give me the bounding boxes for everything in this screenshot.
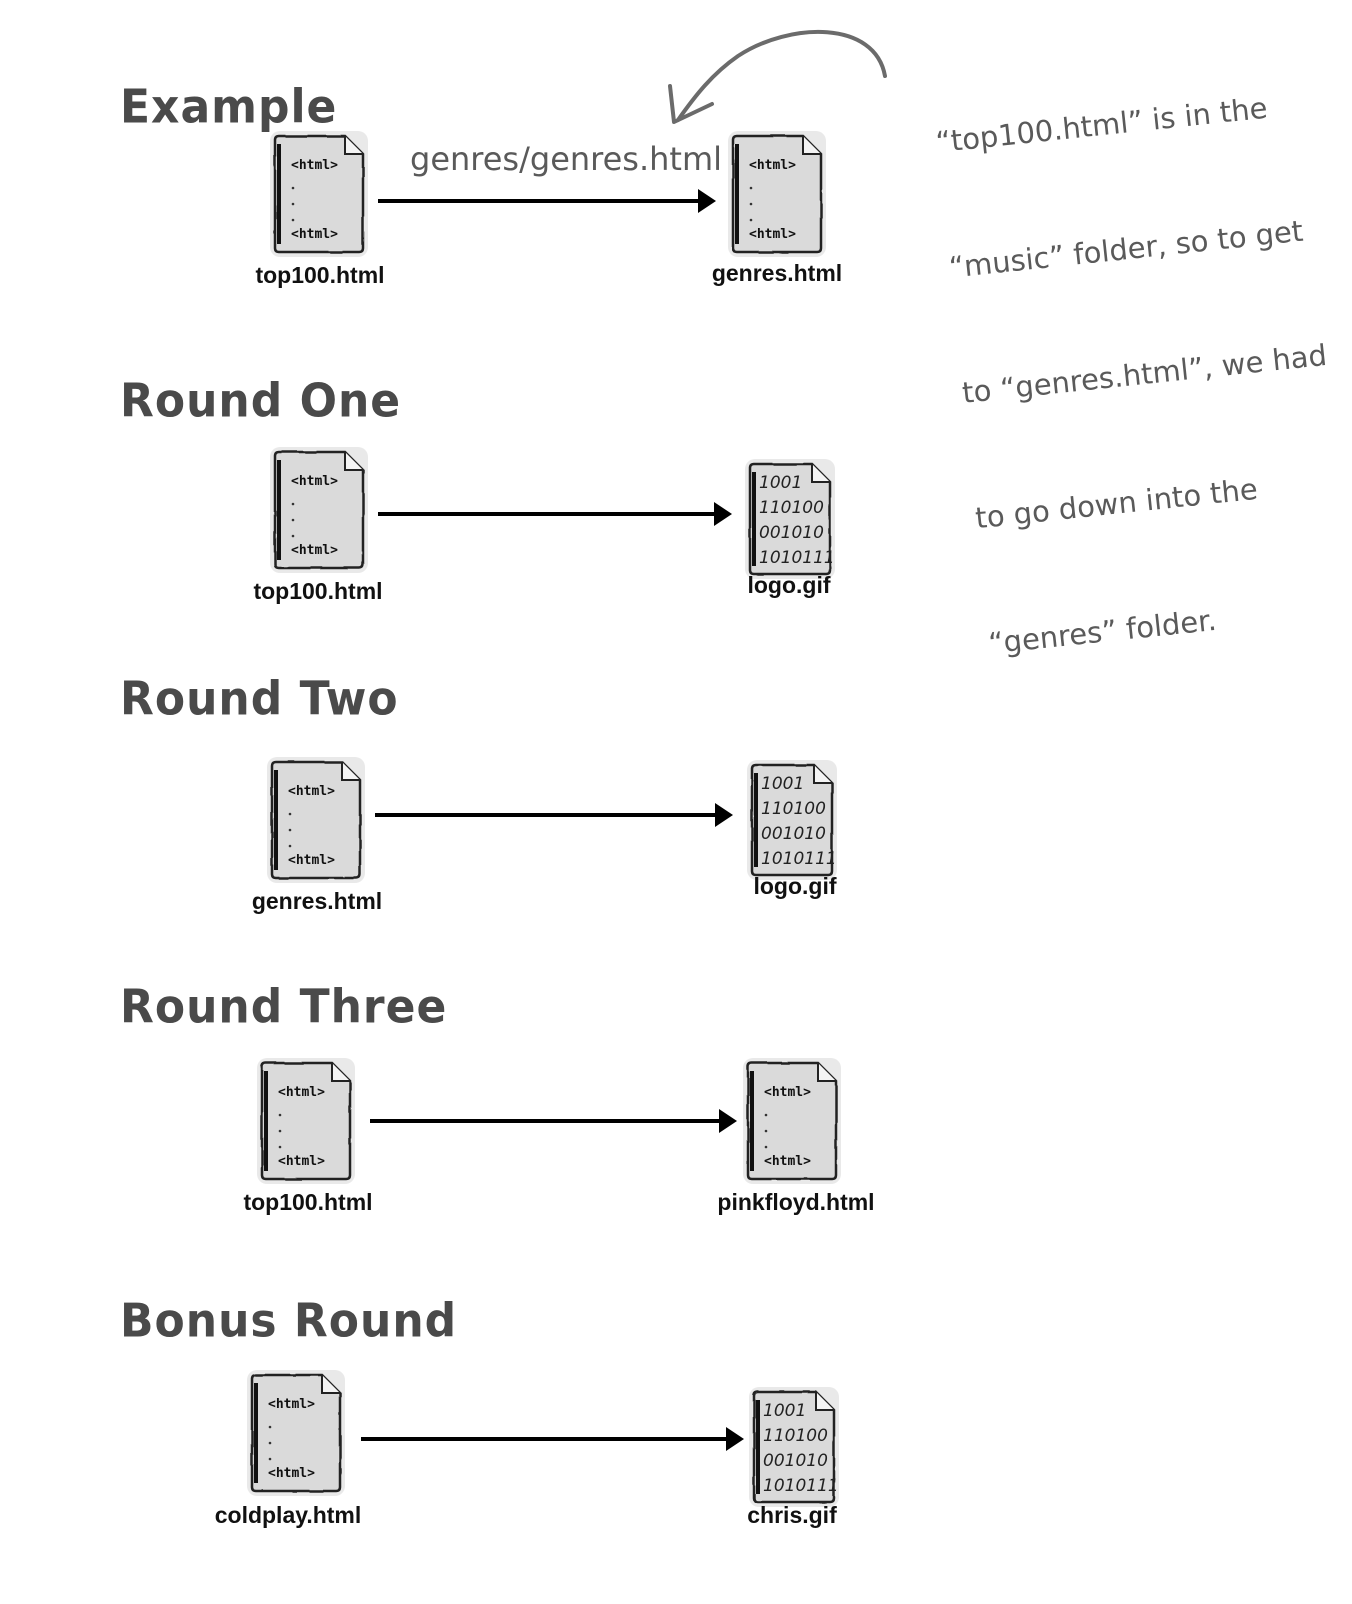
round-heading-example: Example: [120, 80, 338, 135]
note-line-3: to “genres.html”, we had: [960, 337, 1329, 410]
gif-file-icon-round-one-target: 1001 110100 001010 1010111: [745, 459, 835, 579]
html-file-icon-round-three-source: <html> <html>: [257, 1058, 355, 1184]
target-filename-round-three: pinkfloyd.html: [717, 1189, 875, 1215]
html-file-icon-bonus-source: <html> <html>: [247, 1370, 345, 1496]
html-close-tag-label: <html>: [288, 853, 335, 868]
html-file-icon-example-target: <html> <html>: [728, 131, 826, 257]
note-line-1: “top100.html” is in the: [934, 90, 1269, 160]
link-arrow-example: [378, 189, 716, 213]
html-open-tag-label: <html>: [749, 158, 796, 173]
html-open-tag-label: <html>: [764, 1085, 811, 1100]
binary-line-label: 1010111: [761, 849, 837, 869]
html-file-icon-round-two-source: <html> <html>: [267, 757, 365, 883]
binary-line-label: 110100: [763, 1426, 828, 1446]
html-open-tag-label: <html>: [291, 158, 338, 173]
binary-line-label: 001010: [759, 523, 824, 543]
html-file-icon-round-three-target: <html> <html>: [743, 1058, 841, 1184]
binary-line-label: 1010111: [763, 1476, 839, 1496]
binary-line-label: 110100: [759, 498, 824, 518]
html-open-tag-label: <html>: [278, 1085, 325, 1100]
target-filename-round-one: logo.gif: [747, 572, 831, 598]
html-close-tag-label: <html>: [764, 1154, 811, 1169]
html-close-tag-label: <html>: [749, 227, 796, 242]
binary-line-label: 001010: [763, 1451, 828, 1471]
html-open-tag-label: <html>: [268, 1397, 315, 1412]
link-arrow-round-three: [370, 1109, 737, 1133]
note-line-4: to go down into the: [973, 471, 1260, 536]
round-heading-one: Round One: [120, 374, 402, 429]
source-filename-bonus: coldplay.html: [214, 1502, 362, 1528]
source-filename-round-two: genres.html: [251, 888, 383, 914]
gif-file-icon-round-two-target: 1001 110100 001010 1010111: [747, 760, 837, 880]
example-relative-path: genres/genres.html: [410, 140, 723, 178]
gif-file-icon-bonus-target: 1001 110100 001010 1010111: [749, 1387, 839, 1507]
round-heading-bonus: Bonus Round: [120, 1294, 458, 1349]
source-filename-round-three: top100.html: [243, 1189, 373, 1215]
html-close-tag-label: <html>: [291, 543, 338, 558]
html-open-tag-label: <html>: [291, 474, 338, 489]
binary-line-label: 1010111: [759, 548, 835, 568]
target-filename-round-two: logo.gif: [753, 873, 837, 899]
link-arrow-round-one: [378, 502, 732, 526]
binary-line-label: 001010: [761, 824, 826, 844]
source-filename-round-one: top100.html: [253, 578, 383, 604]
target-filename-bonus: chris.gif: [747, 1502, 837, 1528]
html-close-tag-label: <html>: [291, 227, 338, 242]
binary-line-label: 1001: [759, 473, 802, 493]
html-close-tag-label: <html>: [268, 1466, 315, 1481]
target-filename-example: genres.html: [711, 260, 843, 286]
binary-line-label: 110100: [761, 799, 826, 819]
html-file-icon-example-source: <html> <html>: [270, 131, 368, 257]
html-open-tag-label: <html>: [288, 784, 335, 799]
html-close-tag-label: <html>: [278, 1154, 325, 1169]
binary-line-label: 1001: [763, 1401, 806, 1421]
round-heading-two: Round Two: [120, 672, 399, 727]
callout-curved-arrow: [668, 29, 887, 124]
round-heading-three: Round Three: [120, 980, 448, 1035]
link-arrow-round-two: [375, 803, 733, 827]
html-file-icon-round-one-source: <html> <html>: [270, 447, 368, 573]
example-callout-note: “top100.html” is in the “music” folder, …: [925, 0, 1352, 748]
note-line-2: “music” folder, so to get: [947, 213, 1305, 285]
note-line-5: “genres” folder.: [986, 602, 1219, 661]
binary-line-label: 1001: [761, 774, 804, 794]
source-filename-example: top100.html: [255, 262, 385, 288]
link-arrow-bonus: [361, 1427, 744, 1451]
